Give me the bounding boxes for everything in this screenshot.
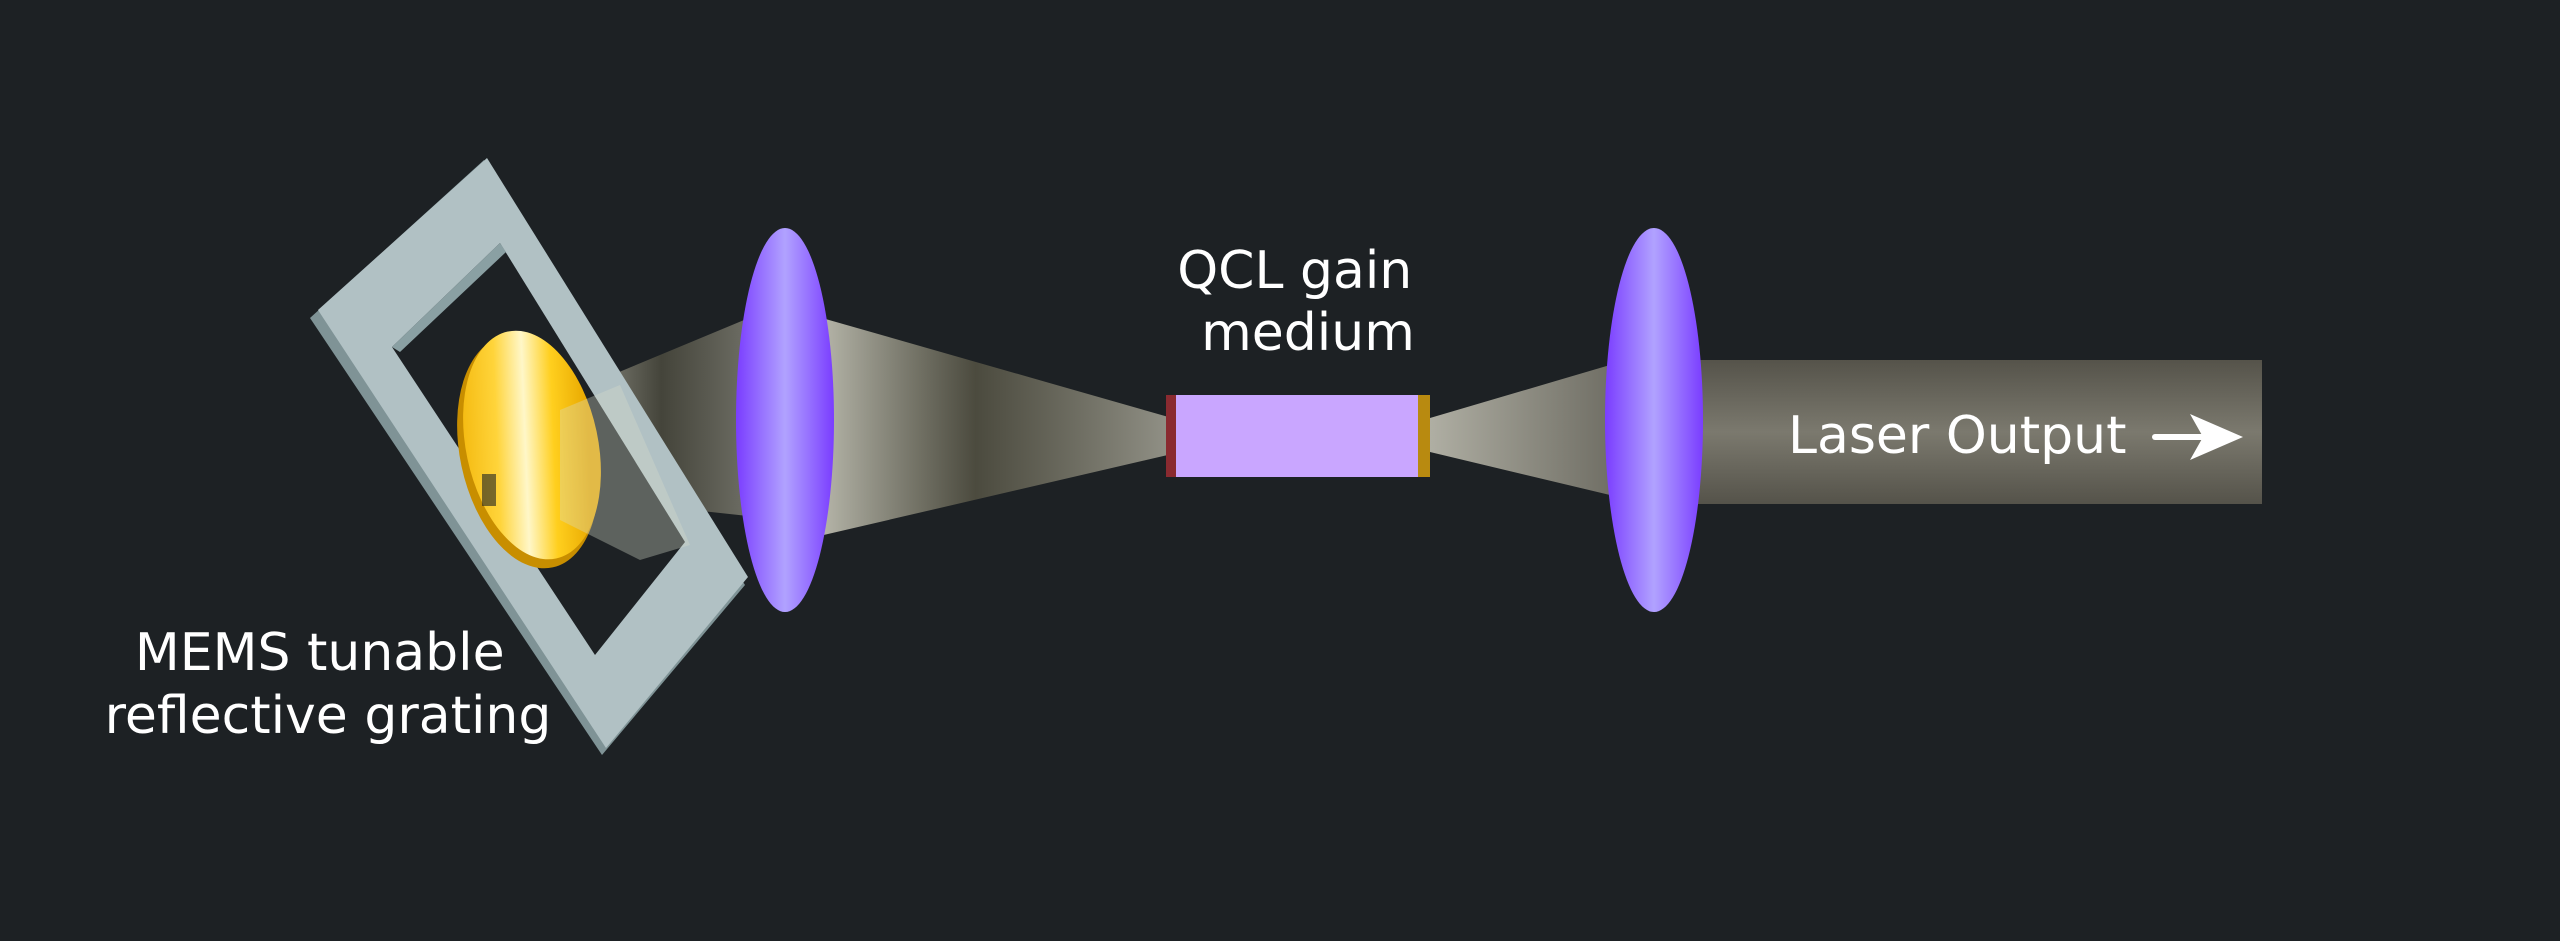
- grating-label-line-1: MEMS tunable: [135, 623, 505, 683]
- lens-left: [736, 228, 834, 612]
- gain-label: QCL gain medium: [1177, 241, 1429, 363]
- right-arrow-icon: [2152, 414, 2243, 460]
- grating-disk: [457, 330, 601, 569]
- qcl-gain-medium: [1166, 395, 1430, 477]
- lens-right: [1605, 228, 1703, 612]
- output-beam: [1680, 360, 2262, 504]
- output-label: Laser Output: [1788, 406, 2126, 466]
- grating-label: MEMS tunable reflective grating: [105, 623, 552, 746]
- gain-label-line-2: medium: [1201, 303, 1415, 363]
- beam-gain-to-lens: [1430, 365, 1610, 495]
- beam-overlay: [560, 385, 690, 560]
- grating-label-line-2: reflective grating: [105, 686, 552, 746]
- gain-label-line-1: QCL gain: [1177, 241, 1412, 301]
- beam-lens-to-gain: [815, 316, 1172, 537]
